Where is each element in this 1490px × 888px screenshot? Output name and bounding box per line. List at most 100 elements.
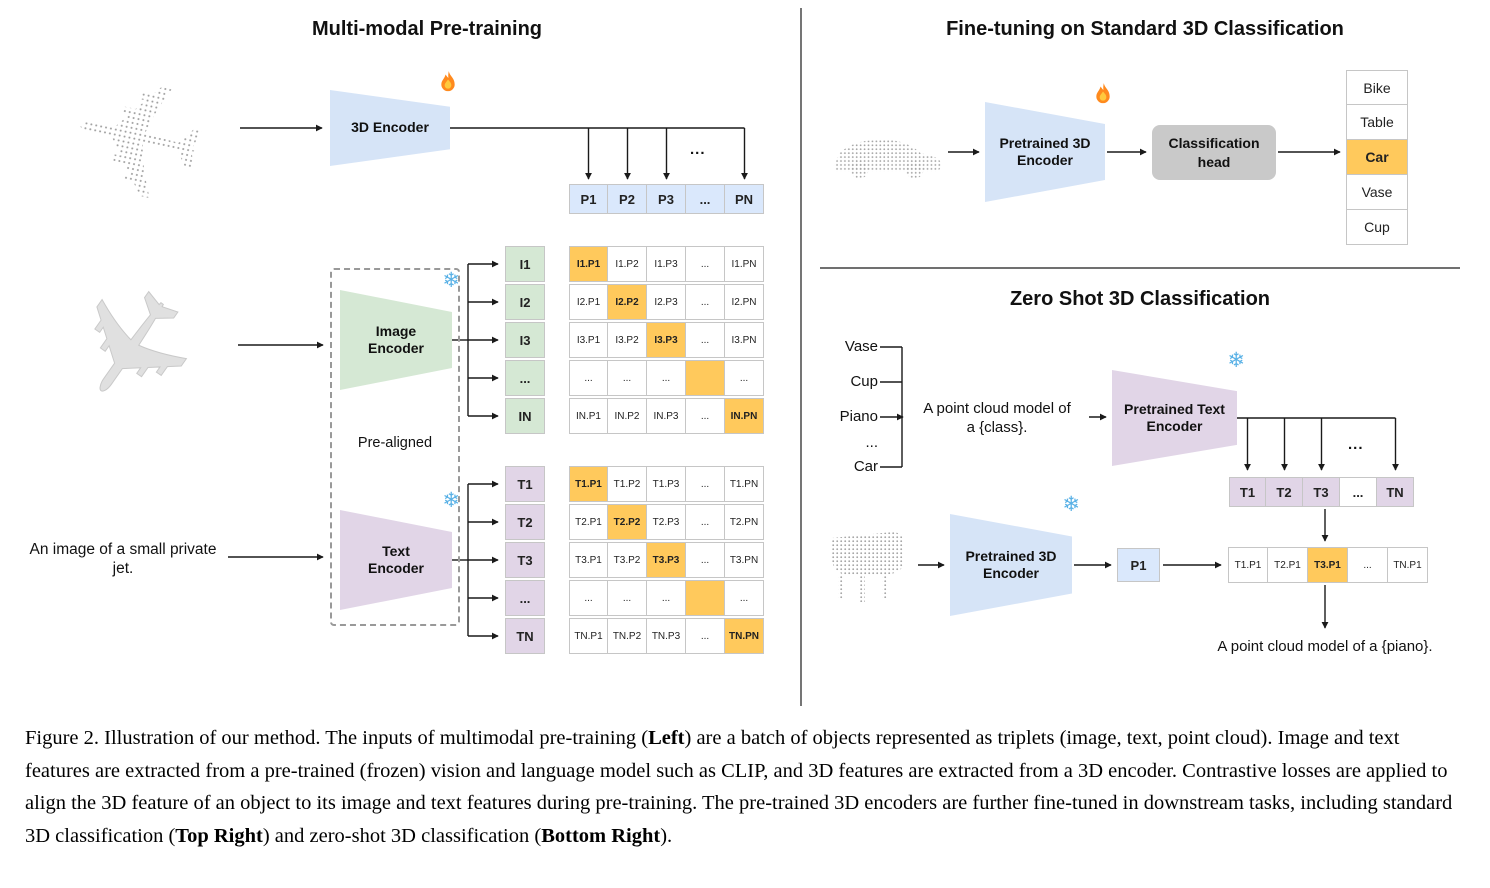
result-cell: TN.P1 xyxy=(1388,547,1428,583)
text-similarity-cell: TN.P1 xyxy=(569,618,608,654)
svg-text:✈: ✈ xyxy=(51,48,226,228)
result-cell: T2.P1 xyxy=(1268,547,1308,583)
class-cell: Cup xyxy=(1346,210,1408,245)
zero-shot-output-text: A point cloud model of a {piano}. xyxy=(1217,638,1433,655)
caption-segment: ) are a batch of objects represented as … xyxy=(25,727,1453,847)
result-cell: T1.P1 xyxy=(1228,547,1268,583)
text-similarity-cell: ... xyxy=(686,618,725,654)
image-similarity-cell: I2.P2 xyxy=(608,284,647,320)
t-feature-cell: TN xyxy=(1377,477,1414,507)
result-cell: T3.P1 xyxy=(1308,547,1348,583)
class-cell: Vase xyxy=(1346,175,1408,210)
text-similarity-row: ............ xyxy=(569,580,764,616)
i-cell: I2 xyxy=(505,284,545,320)
p-cell: P2 xyxy=(608,184,647,214)
pretrained-3d-encoder-label: Pretrained 3D Encoder xyxy=(999,134,1091,169)
text-similarity-cell: ... xyxy=(725,580,764,616)
i-cell: I3 xyxy=(505,322,545,358)
image-similarity-cell: I1.P3 xyxy=(647,246,686,282)
image-similarity-cell: ... xyxy=(569,360,608,396)
snowflake-icon: ❄ xyxy=(442,488,460,512)
text-similarity-cell: ... xyxy=(686,466,725,502)
image-similarity-cell xyxy=(686,360,725,396)
image-similarity-cell: I1.PN xyxy=(725,246,764,282)
t-cell: T3 xyxy=(505,542,545,578)
image-similarity-cell: I3.P3 xyxy=(647,322,686,358)
caption-segment: ). xyxy=(660,824,673,847)
3d-encoder: 3D Encoder xyxy=(330,71,455,166)
image-similarity-cell: ... xyxy=(686,246,725,282)
caption-input-text: An image of a small private jet. xyxy=(29,541,217,578)
car-point-cloud xyxy=(833,140,942,179)
image-similarity-cell: ... xyxy=(725,360,764,396)
class-cell: Bike xyxy=(1346,70,1408,105)
image-similarity-row: ............ xyxy=(569,360,764,396)
text-similarity-cell: T2.P3 xyxy=(647,504,686,540)
image-similarity-cell: I3.PN xyxy=(725,322,764,358)
caption-segment: ) and zero-shot 3D classification ( xyxy=(262,824,542,847)
figure-caption: Figure 2. Illustration of our method. Th… xyxy=(25,722,1467,852)
zero-shot-class: ... xyxy=(865,434,878,451)
caption-segment: Bottom Right xyxy=(541,824,661,847)
t-cell: ... xyxy=(505,580,545,616)
text-similarity-cell: T1.P3 xyxy=(647,466,686,502)
fire-icon xyxy=(1093,82,1113,110)
t-cell: TN xyxy=(505,618,545,654)
p-cell: PN xyxy=(725,184,764,214)
zeroshot-panel-title: Zero Shot 3D Classification xyxy=(1009,288,1271,310)
t-feature-cell: T1 xyxy=(1229,477,1266,507)
zero-shot-class: Car xyxy=(853,458,878,475)
pre-aligned-label: Pre-aligned xyxy=(357,435,433,451)
image-similarity-cell: I3.P2 xyxy=(608,322,647,358)
pre-aligned-box xyxy=(330,268,460,626)
text-similarity-cell xyxy=(686,580,725,616)
t-cell: T1 xyxy=(505,466,545,502)
text-similarity-cell: T3.P1 xyxy=(569,542,608,578)
jet-photo: ✈ xyxy=(38,266,233,428)
zero-shot-class: Vase xyxy=(844,338,878,355)
snowflake-icon: ❄ xyxy=(1227,348,1245,372)
airplane-point-cloud: ✈ xyxy=(51,48,226,228)
class-cell: Table xyxy=(1346,105,1408,140)
text-similarity-cell: T1.P1 xyxy=(569,466,608,502)
image-similarity-cell: ... xyxy=(686,322,725,358)
text-similarity-cell: T1.PN xyxy=(725,466,764,502)
caption-segment: Figure 2. Illustration of our method. Th… xyxy=(25,727,649,749)
finetune-panel-title: Fine-tuning on Standard 3D Classificatio… xyxy=(946,18,1344,40)
3d-encoder-label: 3D Encoder xyxy=(351,119,429,136)
image-similarity-cell: I1.P1 xyxy=(569,246,608,282)
ellipsis-p-arrows: ... xyxy=(690,141,706,158)
text-similarity-cell: ... xyxy=(608,580,647,616)
i-cell: IN xyxy=(505,398,545,434)
i-cell: ... xyxy=(505,360,545,396)
ellipsis-t-arrows: ... xyxy=(1348,436,1364,453)
image-similarity-cell: IN.P2 xyxy=(608,398,647,434)
text-similarity-cell: ... xyxy=(647,580,686,616)
zero-shot-class: Cup xyxy=(850,373,878,390)
image-encoder-label: Image Encoder xyxy=(367,322,424,357)
pretrained-3d-encoder-zeroshot: Pretrained 3D Encoder ❄ xyxy=(950,494,1080,616)
text-similarity-cell: T1.P2 xyxy=(608,466,647,502)
text-similarity-cell: T3.P2 xyxy=(608,542,647,578)
text-similarity-cell: TN.P3 xyxy=(647,618,686,654)
text-similarity-cell: ... xyxy=(686,504,725,540)
text-similarity-cell: T2.PN xyxy=(725,504,764,540)
text-similarity-cell: T2.P1 xyxy=(569,504,608,540)
pretrained-text-encoder-label: Pretrained Text Encoder xyxy=(1124,400,1225,435)
snowflake-icon: ❄ xyxy=(442,268,460,292)
p-cell: P3 xyxy=(647,184,686,214)
image-similarity-cell: I2.P3 xyxy=(647,284,686,320)
image-similarity-cell: IN.P3 xyxy=(647,398,686,434)
t-feature-cell: T3 xyxy=(1303,477,1340,507)
image-similarity-cell: I2.P1 xyxy=(569,284,608,320)
